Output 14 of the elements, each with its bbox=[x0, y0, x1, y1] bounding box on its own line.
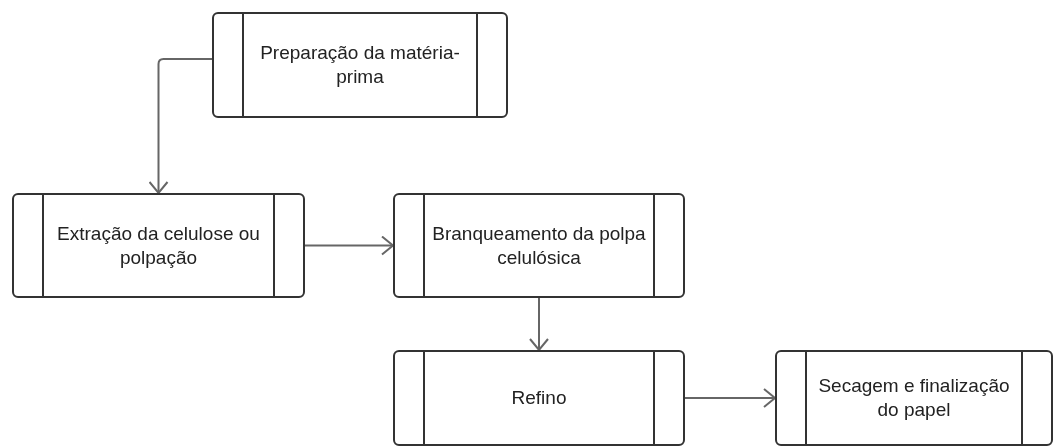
step-label: Preparação da matéria-prima bbox=[259, 41, 461, 89]
process-box bbox=[775, 350, 1053, 446]
step-label: Extração da celulose ou polpação bbox=[56, 221, 261, 270]
arrow bbox=[148, 58, 213, 194]
process-box bbox=[393, 350, 685, 446]
process-box bbox=[393, 193, 685, 298]
arrow bbox=[529, 297, 549, 351]
step-label: Secagem e finalização do papel bbox=[817, 374, 1011, 422]
step-label: Refino bbox=[510, 386, 568, 410]
step-label: Branqueamento da polpa celulósica bbox=[431, 221, 647, 270]
process-box bbox=[212, 12, 508, 118]
process-box bbox=[12, 193, 305, 298]
arrow bbox=[304, 235, 394, 256]
arrow bbox=[684, 388, 776, 408]
